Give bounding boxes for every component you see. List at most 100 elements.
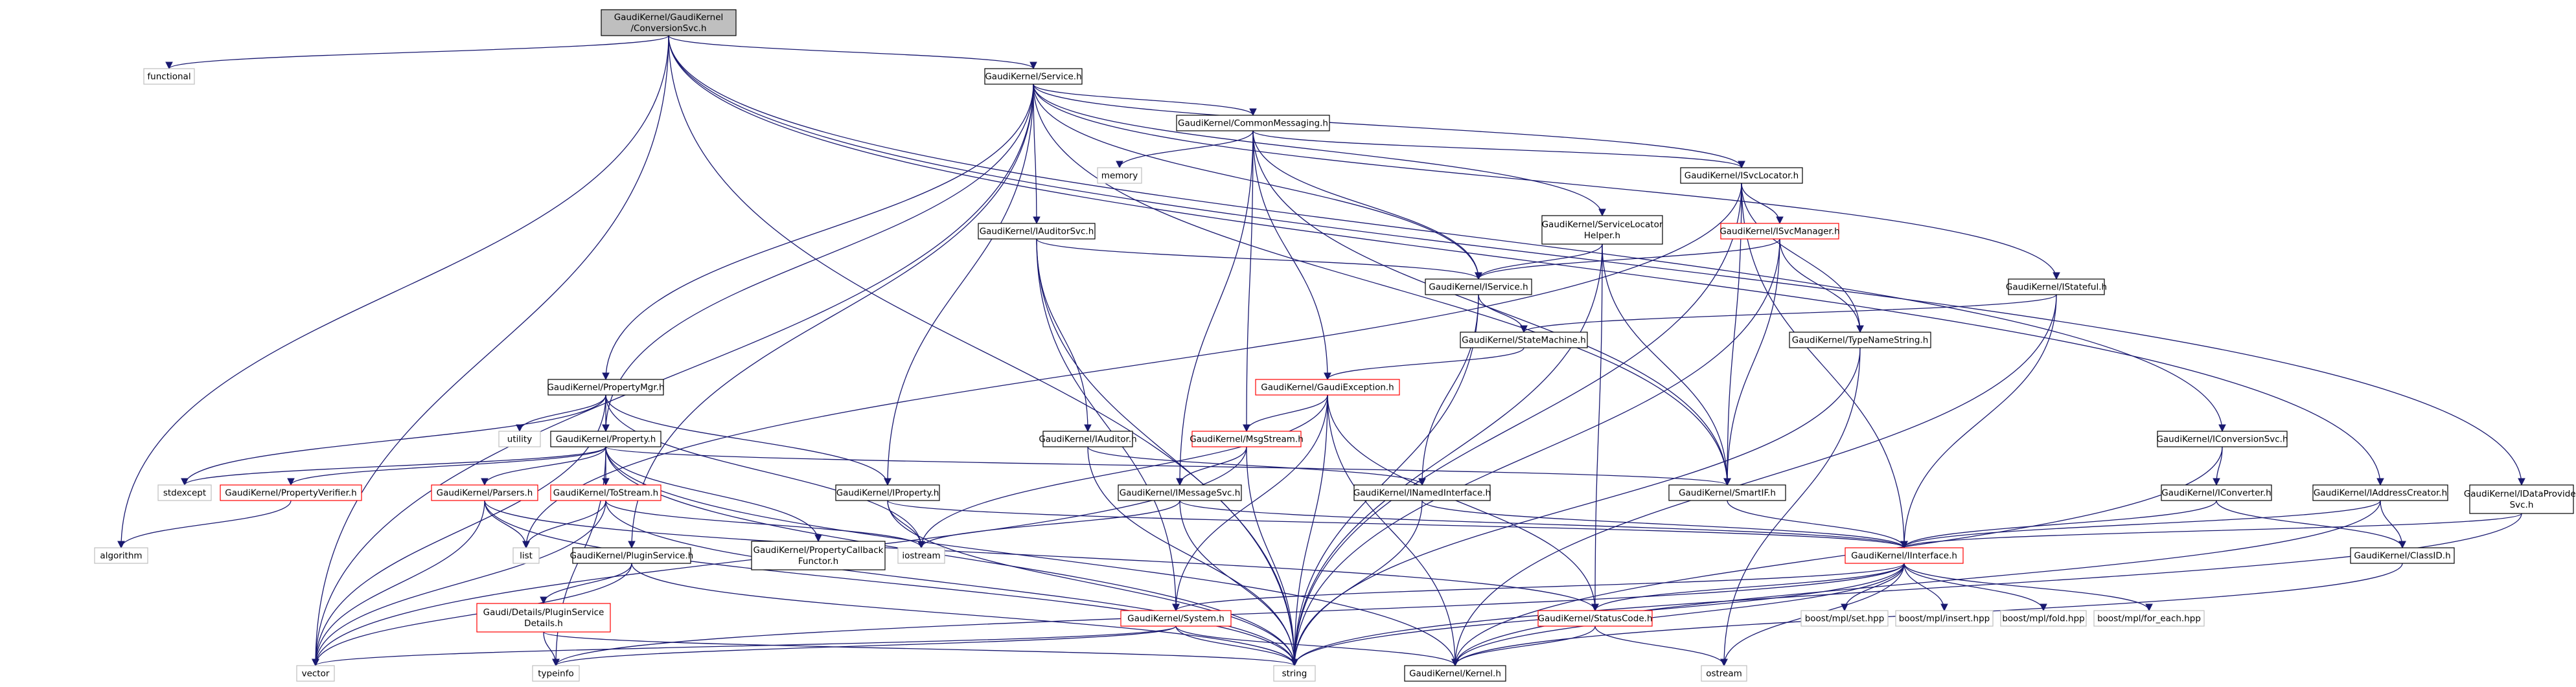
node-propertymgr[interactable]: GaudiKernel/PropertyMgr.h — [547, 379, 665, 396]
node-iauditor[interactable]: GaudiKernel/IAuditor.h — [1039, 431, 1137, 447]
node-typenamestring[interactable]: GaudiKernel/TypeNameString.h — [1789, 332, 1931, 348]
dependency-edge — [668, 35, 1034, 69]
node-gaudiexception[interactable]: GaudiKernel/GaudiException.h — [1255, 379, 1400, 396]
node-root[interactable]: GaudiKernel/GaudiKernel/ConversionSvc.h — [601, 9, 737, 36]
node-typeinfo[interactable]: typeinfo — [532, 665, 580, 682]
node-system[interactable]: GaudiKernel/System.h — [1120, 610, 1232, 627]
dependency-edge — [121, 35, 669, 548]
node-statemachine[interactable]: GaudiKernel/StateMachine.h — [1460, 332, 1588, 348]
dependency-edge — [315, 563, 632, 666]
node-box — [2161, 484, 2272, 501]
node-imessagesvc[interactable]: GaudiKernel/IMessageSvc.h — [1118, 484, 1242, 501]
node-label: vector — [302, 669, 330, 679]
dependency-edge — [1844, 563, 1905, 611]
node-iproperty[interactable]: GaudiKernel/IProperty.h — [835, 484, 940, 501]
node-kernel[interactable]: GaudiKernel/Kernel.h — [1404, 665, 1506, 682]
node-box — [1353, 484, 1491, 501]
node-label: GaudiKernel/IStateful.h — [2006, 282, 2107, 293]
node-boostforeach[interactable]: boost/mpl/for_each.hpp — [2093, 610, 2205, 627]
dependency-edge — [1294, 183, 1742, 666]
node-label: GaudiKernel/PropertyCallback — [753, 545, 884, 556]
node-iinterface[interactable]: GaudiKernel/IInterface.h — [1845, 547, 1964, 564]
node-memory[interactable]: memory — [1097, 167, 1142, 184]
dependency-edge — [1421, 500, 1905, 548]
node-functional[interactable]: functional — [143, 68, 195, 85]
node-service[interactable]: GaudiKernel/Service.h — [984, 68, 1083, 85]
node-isvcmanager[interactable]: GaudiKernel/ISvcManager.h — [1719, 223, 1840, 240]
node-iostream[interactable]: iostream — [897, 547, 945, 564]
node-label: GaudiKernel/Parsers.h — [437, 488, 533, 499]
dependency-edge — [1723, 347, 1861, 666]
node-utility[interactable]: utility — [498, 431, 541, 447]
node-iconversionsvc2[interactable]: GaudiKernel/IConversionSvc.h — [2156, 431, 2288, 447]
dependency-edge — [1903, 500, 2217, 548]
edge-arrowhead — [2218, 424, 2226, 433]
node-iauditorsvc[interactable]: GaudiKernel/IAuditorSvc.h — [978, 223, 1096, 240]
node-label: GaudiKernel/PropertyVerifier.h — [225, 488, 356, 499]
dependency-edge — [1036, 238, 1177, 611]
node-box — [532, 665, 580, 682]
node-pluginservice[interactable]: GaudiKernel/PluginService.h — [570, 547, 694, 564]
node-label: boost/mpl/fold.hpp — [2002, 614, 2084, 624]
dependency-edge — [1246, 446, 1295, 666]
node-string[interactable]: string — [1273, 665, 1316, 682]
dependency-edge — [605, 500, 922, 548]
node-label: GaudiKernel/StatusCode.h — [1538, 614, 1653, 624]
node-box — [550, 431, 661, 447]
node-box — [1668, 484, 1786, 501]
node-boostfold[interactable]: boost/mpl/fold.hpp — [2000, 610, 2087, 627]
dependency-edge — [1175, 625, 1456, 666]
edge-arrowhead — [1029, 62, 1037, 70]
node-classid[interactable]: GaudiKernel/ClassID.h — [2350, 547, 2455, 564]
node-boostinsert[interactable]: boost/mpl/insert.hpp — [1895, 610, 1994, 627]
edge-arrowhead — [287, 478, 295, 486]
dependency-edge — [1294, 238, 1780, 666]
dependency-edge — [315, 625, 1177, 666]
node-propertyverifier[interactable]: GaudiKernel/PropertyVerifier.h — [220, 484, 362, 501]
node-commonmessaging[interactable]: GaudiKernel/CommonMessaging.h — [1176, 115, 1330, 131]
node-statuscode[interactable]: GaudiKernel/StatusCode.h — [1537, 610, 1653, 627]
node-ostream[interactable]: ostream — [1701, 665, 1747, 682]
node-boostset[interactable]: boost/mpl/set.hpp — [1800, 610, 1889, 627]
node-inamedinterface[interactable]: GaudiKernel/INamedInterface.h — [1353, 484, 1491, 501]
node-box — [476, 603, 611, 633]
edge-arrowhead — [1324, 372, 1331, 381]
node-isvclocator[interactable]: GaudiKernel/ISvcLocator.h — [1680, 167, 1803, 184]
dependency-edge — [184, 446, 606, 486]
edge-arrowhead — [522, 541, 530, 549]
edge-arrowhead — [1776, 216, 1784, 225]
node-label: GaudiKernel/GaudiException.h — [1261, 383, 1394, 393]
node-iconverter[interactable]: GaudiKernel/IConverter.h — [2161, 484, 2272, 501]
node-stdexcept[interactable]: stdexcept — [157, 484, 212, 501]
dependency-edge — [525, 183, 1742, 548]
node-msgstream[interactable]: GaudiKernel/MsgStream.h — [1190, 431, 1304, 447]
edge-arrowhead — [1451, 659, 1459, 667]
edge-arrowhead — [2213, 478, 2220, 486]
edge-arrowhead — [1900, 541, 1908, 549]
node-box — [94, 547, 148, 564]
edge-arrowhead — [1243, 424, 1250, 433]
dependency-edge — [1903, 294, 2057, 548]
node-parsers[interactable]: GaudiKernel/Parsers.h — [431, 484, 538, 501]
edge-arrowhead — [917, 541, 925, 549]
node-vector[interactable]: vector — [296, 665, 335, 682]
dependency-edge — [887, 500, 1295, 666]
node-iaddresscreator2[interactable]: GaudiKernel/IAddressCreator.h — [2312, 484, 2448, 501]
node-smartif[interactable]: GaudiKernel/SmartIF.h — [1668, 484, 1786, 501]
node-label: GaudiKernel/Kernel.h — [1409, 669, 1501, 679]
node-algorithm[interactable]: algorithm — [94, 547, 148, 564]
dependency-edge — [1741, 183, 1861, 333]
node-tostream[interactable]: GaudiKernel/ToStream.h — [550, 484, 661, 501]
dependency-edge — [1033, 84, 1254, 116]
node-istateful[interactable]: GaudiKernel/IStateful.h — [2006, 278, 2107, 295]
dependency-edge — [1727, 500, 1905, 548]
node-list[interactable]: list — [512, 547, 540, 564]
node-iservice[interactable]: GaudiKernel/IService.h — [1425, 278, 1532, 295]
node-property[interactable]: GaudiKernel/Property.h — [550, 431, 661, 447]
dependency-edge — [631, 563, 1295, 666]
